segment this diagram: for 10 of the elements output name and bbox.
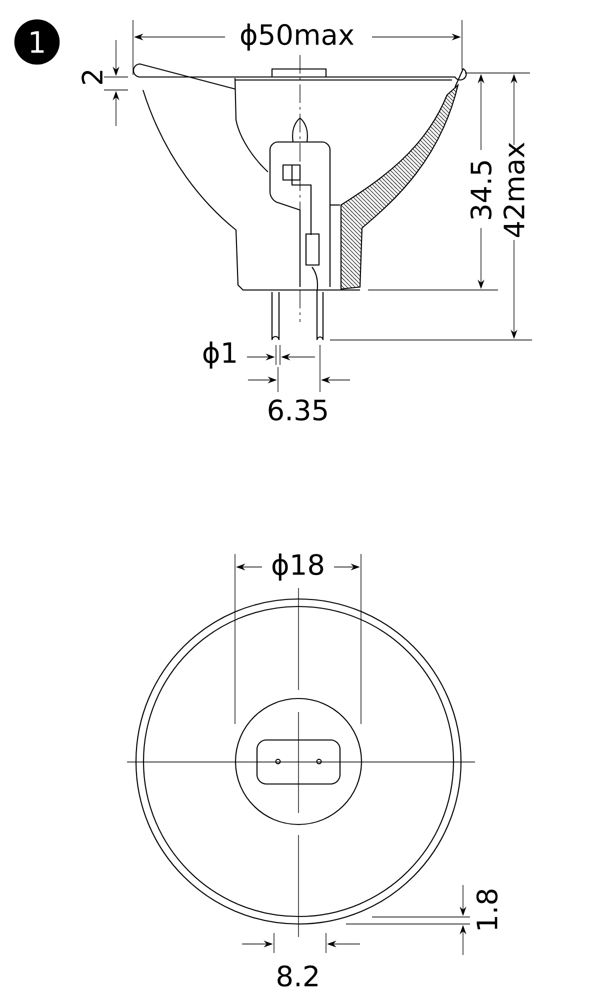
dimension-label: ϕ50max: [240, 23, 354, 51]
callout-number: 1: [14, 19, 60, 65]
dimension-label: 8.2: [278, 965, 318, 987]
dimension-label: ϕ1: [203, 341, 236, 369]
dimension-label: ϕ18: [272, 553, 324, 581]
dimension-label: 6.35: [268, 399, 327, 421]
dimension-label: 42max: [503, 142, 525, 237]
dimension-label: 2: [82, 70, 102, 84]
dimension-label: 1.8: [476, 890, 498, 930]
dimension-label: 34.5: [470, 161, 492, 220]
